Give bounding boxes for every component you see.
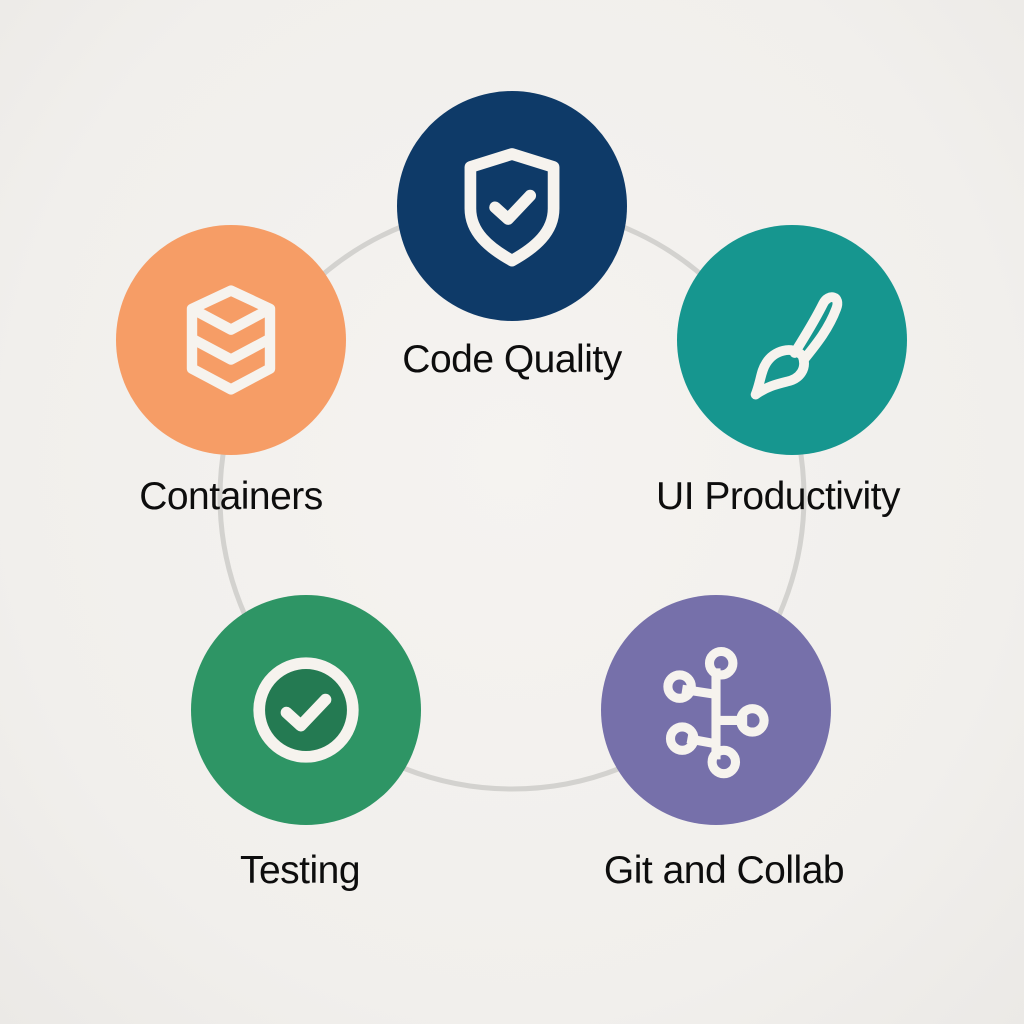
node-containers bbox=[116, 225, 346, 455]
paintbrush-icon bbox=[750, 292, 843, 400]
node-code-quality bbox=[397, 91, 627, 321]
stacked-layers-icon bbox=[186, 285, 276, 395]
label-git-and-collab: Git and Collab bbox=[603, 849, 845, 892]
label-ui-productivity: UI Productivity bbox=[656, 475, 900, 518]
node-testing bbox=[191, 595, 421, 825]
label-code-quality: Code Quality bbox=[402, 338, 622, 381]
node-git-and-collab bbox=[601, 595, 831, 825]
label-testing: Testing bbox=[239, 849, 361, 892]
shield-check-icon bbox=[464, 148, 560, 267]
label-containers: Containers bbox=[139, 475, 323, 518]
git-branch-network-icon bbox=[663, 646, 769, 779]
check-circle-icon bbox=[253, 657, 359, 763]
node-ui-productivity bbox=[677, 225, 907, 455]
